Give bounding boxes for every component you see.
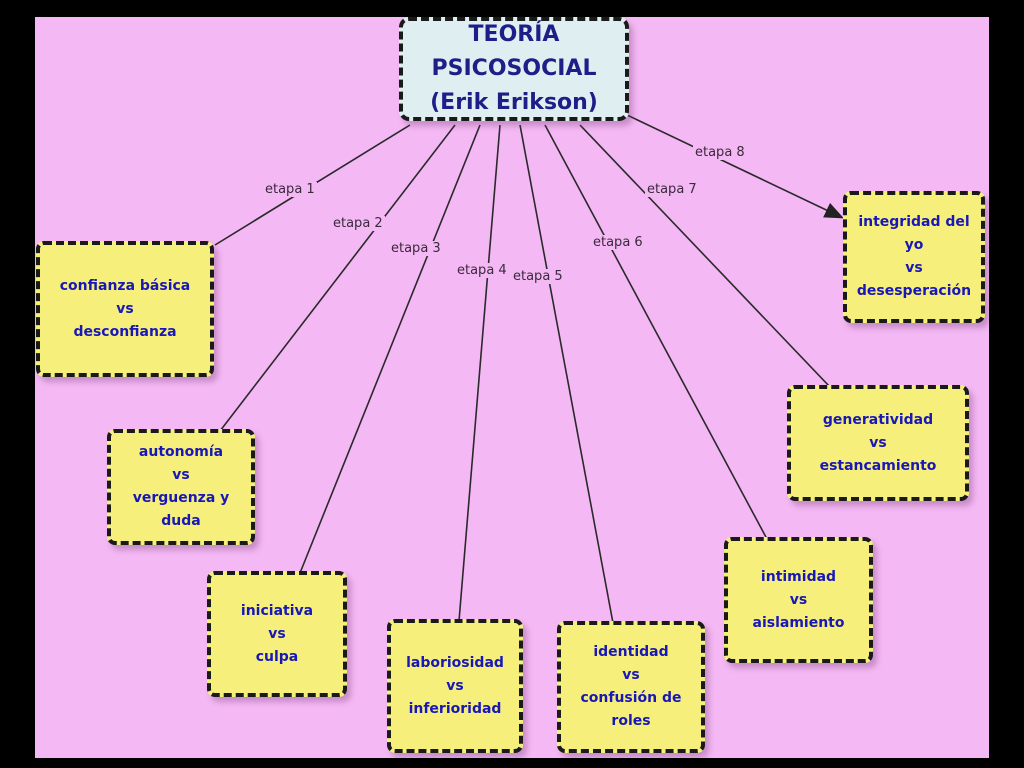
stage-1-node[interactable]: confianza básica vs desconfianza bbox=[36, 241, 214, 377]
stage-4-line-2: vs bbox=[446, 677, 464, 694]
stage-6-line-3: aislamiento bbox=[752, 614, 845, 631]
stage-2-line-1: autonomía bbox=[138, 444, 224, 460]
stage-6-line-2: vs bbox=[789, 591, 808, 608]
connector-stage-2 bbox=[219, 124, 456, 432]
connector-stage-5 bbox=[519, 124, 614, 624]
connector-stage-4 bbox=[458, 124, 501, 622]
stage-7-line-2: vs bbox=[869, 434, 887, 451]
stage-2-line-2: vs bbox=[172, 467, 190, 483]
connector-stage-8 bbox=[626, 114, 844, 219]
stage-6-node[interactable]: intimidad vs aislamiento bbox=[724, 537, 873, 663]
title-line-1: TEORÍA PSICOSOCIAL bbox=[431, 22, 597, 81]
stage-8-node[interactable]: integridad del yo vs desesperación bbox=[843, 191, 985, 323]
stage-4-label: etapa 4 bbox=[455, 263, 509, 278]
stage-8-label: etapa 8 bbox=[693, 145, 747, 160]
stage-7-node[interactable]: generatividad vs estancamiento bbox=[787, 385, 969, 501]
stage-8-line-1: integridad del yo bbox=[858, 214, 970, 253]
title-line-2: (Erik Erikson) bbox=[430, 90, 598, 115]
stage-6-label: etapa 6 bbox=[591, 235, 645, 250]
stage-7-line-3: estancamiento bbox=[819, 457, 937, 474]
stage-7-label: etapa 7 bbox=[645, 182, 699, 197]
stage-4-line-1: laboriosidad bbox=[406, 654, 504, 671]
concept-map: etapa 1 etapa 2 etapa 3 etapa 4 etapa 5 … bbox=[35, 17, 989, 758]
stage-5-node[interactable]: identidad vs confusión de roles bbox=[557, 621, 705, 753]
stage-3-node[interactable]: iniciativa vs culpa bbox=[207, 571, 347, 697]
connector-stage-7 bbox=[579, 124, 831, 388]
connector-stage-6 bbox=[544, 124, 768, 540]
connector-stage-3 bbox=[299, 124, 481, 574]
title-node[interactable]: TEORÍA PSICOSOCIAL (Erik Erikson) bbox=[399, 17, 629, 121]
stage-5-label: etapa 5 bbox=[511, 269, 565, 284]
stage-2-line-3: verguenza y duda bbox=[132, 490, 230, 529]
stage-1-label: etapa 1 bbox=[263, 182, 317, 197]
stage-3-label: etapa 3 bbox=[389, 241, 443, 256]
connector-lines bbox=[214, 114, 844, 624]
stage-5-line-3: confusión de roles bbox=[580, 690, 682, 729]
stage-3-line-2: vs bbox=[268, 625, 286, 642]
stage-7-line-1: generatividad bbox=[822, 411, 934, 428]
stage-6-line-1: intimidad bbox=[760, 568, 837, 585]
stage-1-line-2: vs bbox=[116, 300, 134, 317]
stage-3-line-3: culpa bbox=[255, 648, 299, 665]
stage-2-label: etapa 2 bbox=[331, 216, 385, 231]
stage-1-line-1: confianza básica bbox=[59, 277, 191, 294]
stage-4-line-3: inferioridad bbox=[408, 700, 502, 717]
stage-8-line-2: vs bbox=[905, 260, 923, 276]
stage-5-line-2: vs bbox=[622, 667, 640, 683]
stage-4-node[interactable]: laboriosidad vs inferioridad bbox=[387, 619, 523, 753]
stage-2-node[interactable]: autonomía vs verguenza y duda bbox=[107, 429, 255, 545]
stage-1-line-3: desconfianza bbox=[73, 323, 177, 340]
stage-3-line-1: iniciativa bbox=[240, 602, 314, 619]
stage-5-line-1: identidad bbox=[593, 644, 669, 660]
stage-8-line-3: desesperación bbox=[856, 283, 972, 299]
